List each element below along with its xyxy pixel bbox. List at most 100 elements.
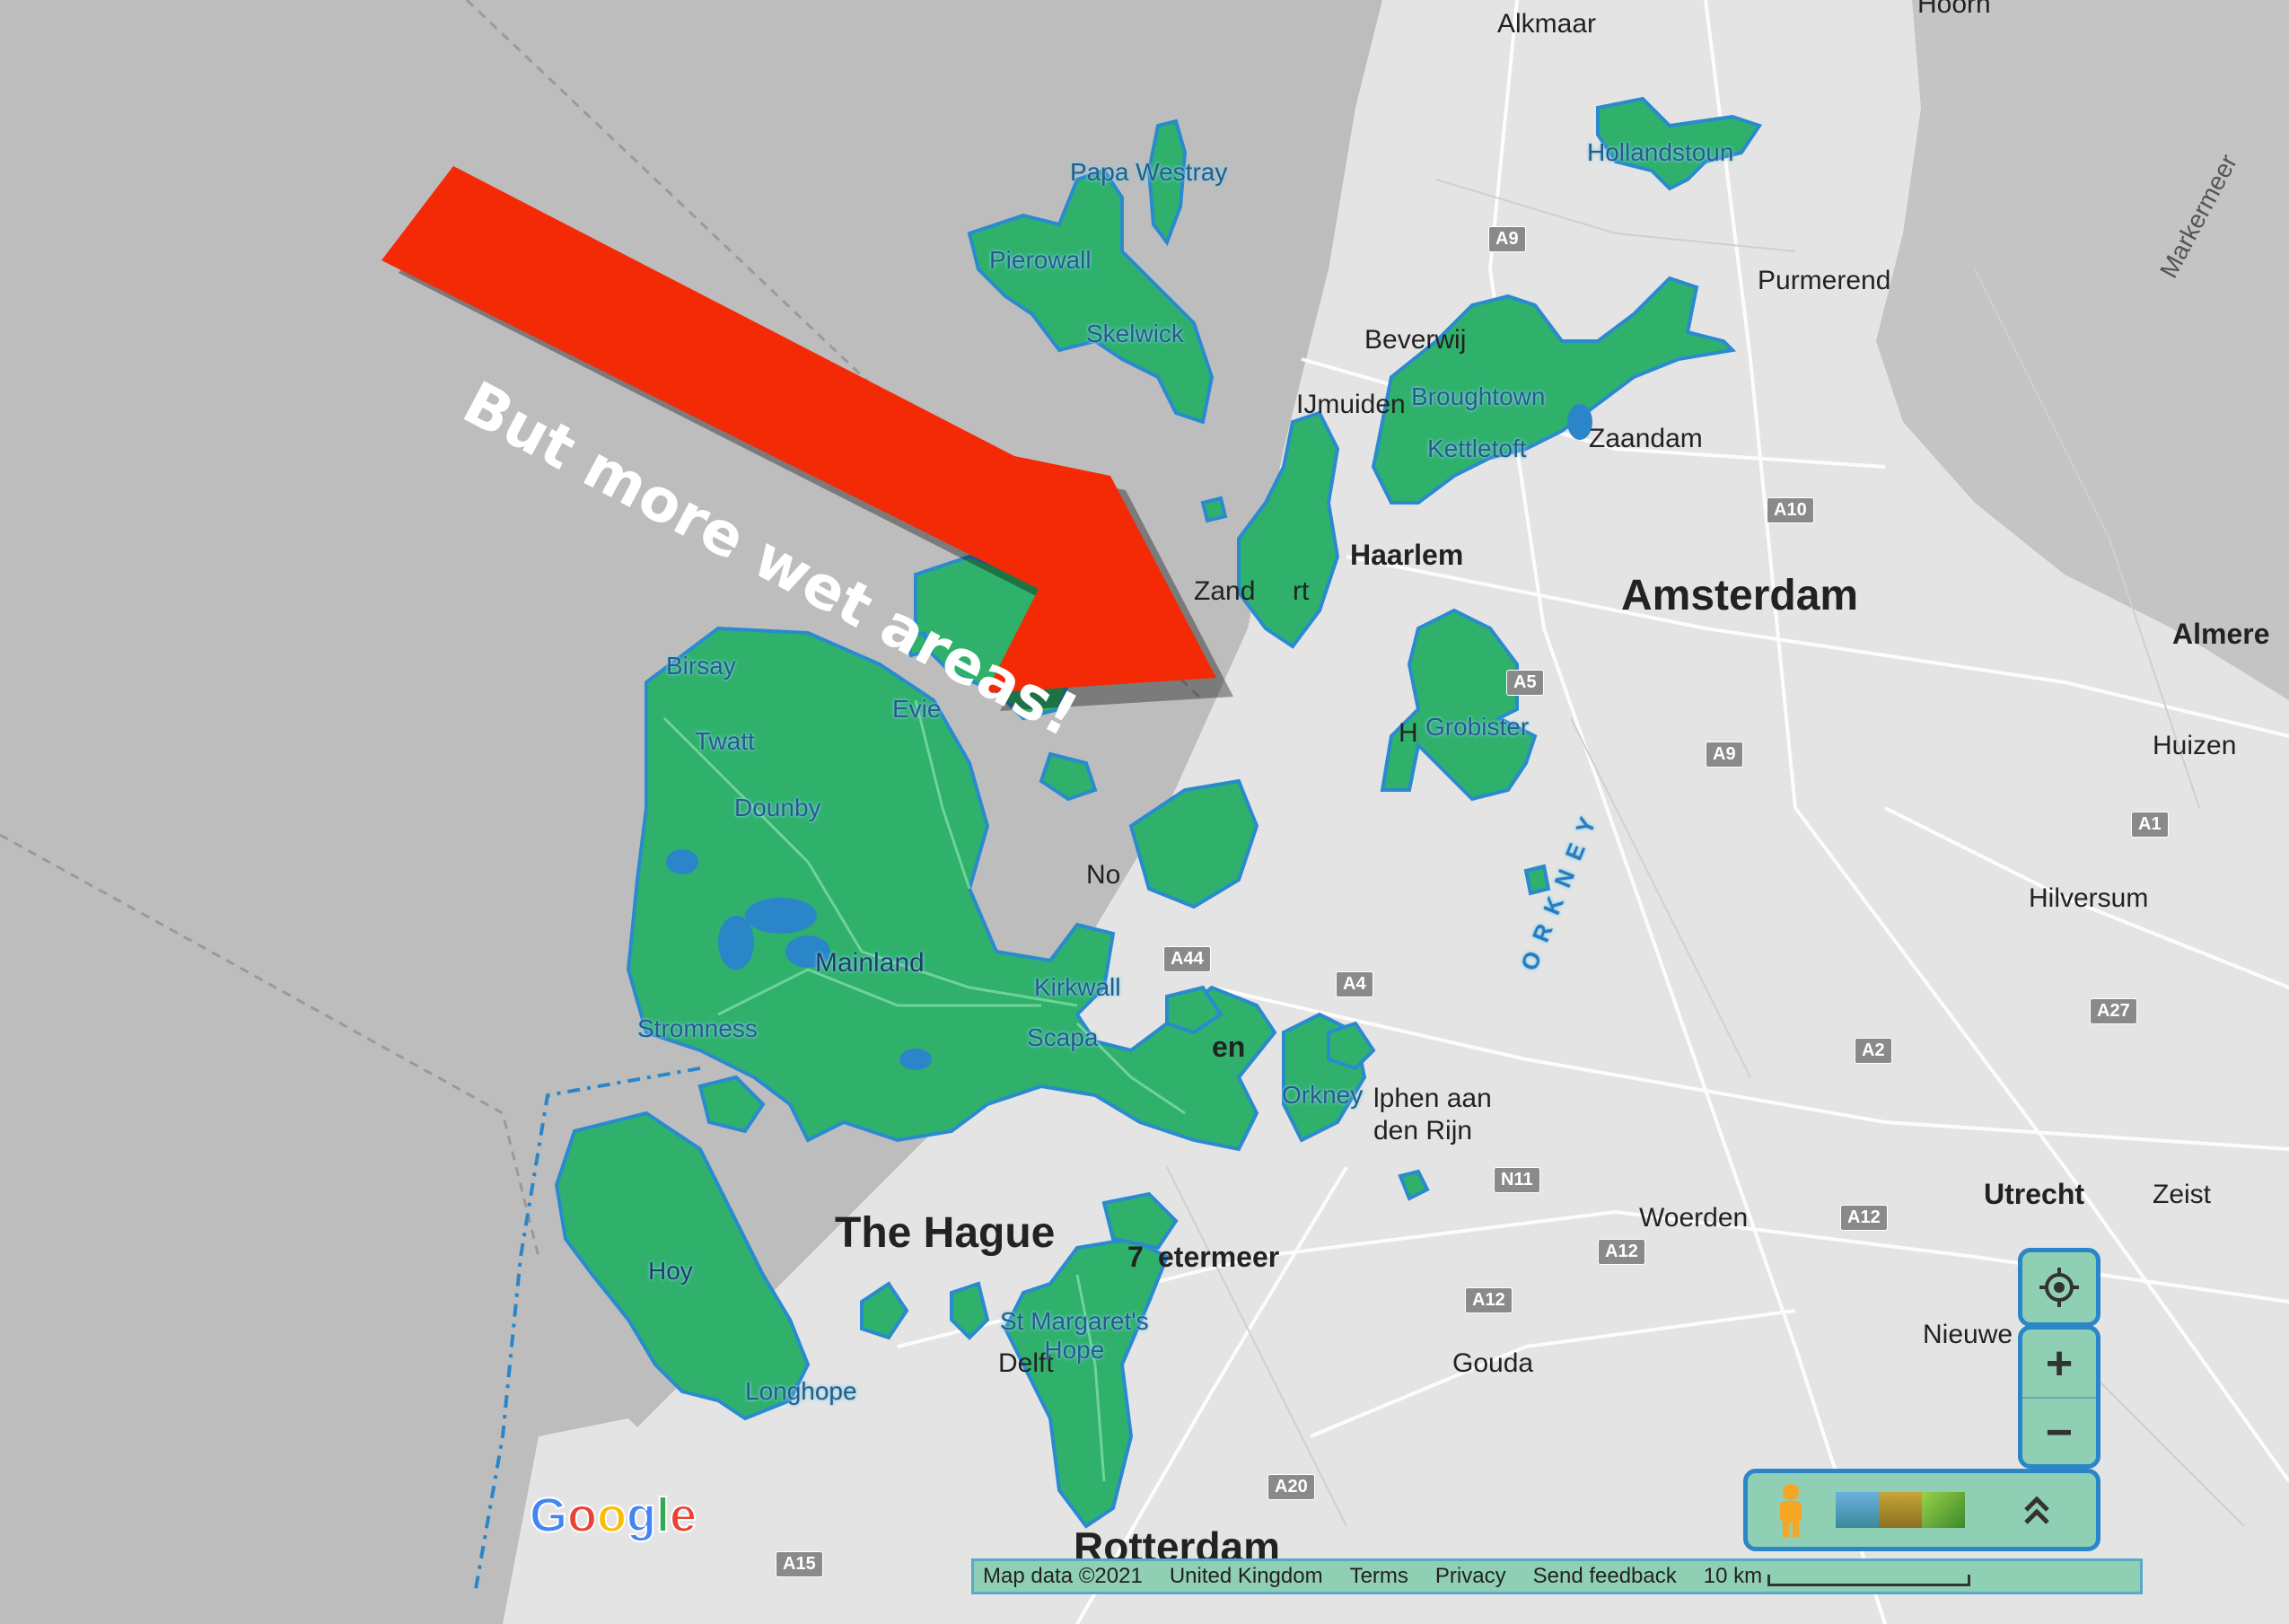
map-data-text: Map data ©2021 (983, 1564, 1143, 1588)
road-shield: A12 (1840, 1205, 1888, 1231)
google-logo: Google (530, 1488, 697, 1542)
city-label-alphen: lphen aan den Rijn (1373, 1084, 1492, 1146)
orkney-label-skelwick: Skelwick (1086, 320, 1184, 347)
city-label-almere: Almere (2172, 618, 2270, 650)
road-shield: N11 (1494, 1167, 1540, 1193)
orkney-label-stromness: Stromness (637, 1014, 758, 1042)
road-shield: A9 (1488, 226, 1526, 252)
orkney-label-hoy: Hoy (648, 1257, 693, 1285)
city-label-huizen: Huizen (2153, 731, 2237, 760)
terms-link[interactable]: Terms (1349, 1564, 1408, 1588)
island-small (1165, 985, 1223, 1035)
orkney-label-mainland: Mainland (815, 948, 925, 978)
island-eday (1237, 410, 1340, 649)
road-shield: A27 (2090, 998, 2137, 1024)
orkney-label-twatt: Twatt (695, 727, 755, 755)
city-label-zoetermeer: etermeer (1158, 1241, 1280, 1273)
privacy-link[interactable]: Privacy (1434, 1564, 1506, 1588)
orkney-label-kirkwall: Kirkwall (1034, 973, 1121, 1001)
city-label-leiden: en (1212, 1031, 1246, 1063)
road-shield: A4 (1336, 971, 1373, 997)
road-shield: A12 (1598, 1239, 1645, 1265)
road-shield: A1 (2131, 812, 2169, 838)
city-label-hilversum: Hilversum (2029, 883, 2149, 913)
island-small (1398, 1169, 1430, 1201)
island-small (1039, 751, 1098, 802)
annotation-arrow (382, 166, 1233, 711)
orkney-label-kettletoft: Kettletoft (1427, 435, 1527, 462)
orkney-label-orkney: Orkney (1282, 1081, 1364, 1109)
orkney-label-evie: Evie (892, 695, 942, 723)
orkney-label-pierowall: Pierowall (989, 246, 1092, 274)
city-label-hoofddorp: H (1399, 718, 1418, 748)
island-small (950, 1281, 990, 1340)
zoom-out-button[interactable]: − (2045, 1406, 2074, 1459)
layer-thumbnail-hybrid[interactable] (1922, 1492, 1965, 1528)
island-westray (967, 168, 1215, 425)
island-small (1523, 864, 1551, 896)
scale-label: 10 km (1703, 1564, 1763, 1588)
city-label-zoetermeer-prefix: 7 (1127, 1241, 1144, 1273)
road-shield: A15 (776, 1551, 823, 1577)
lake-markermeer (1876, 0, 2289, 700)
scale-bar (1767, 1574, 1971, 1586)
island-papa-westray (1146, 119, 1188, 247)
city-label-beverwijk: Beverwij (1364, 325, 1467, 355)
country-link[interactable]: United Kingdom (1169, 1564, 1323, 1588)
chevron-up-double-icon[interactable] (2019, 1492, 2055, 1528)
island-north-ronaldsay (1596, 96, 1763, 191)
city-label-delft: Delft (998, 1348, 1054, 1378)
road-shield: A44 (1163, 946, 1211, 972)
locate-button[interactable] (2018, 1248, 2100, 1327)
city-label-hoorn: Hoorn (1917, 0, 1991, 19)
city-label-purmerend: Purmerend (1758, 266, 1891, 295)
road-shield: A9 (1706, 742, 1743, 768)
crosshair-icon (2039, 1268, 2079, 1307)
island-shapinsay (1128, 778, 1259, 909)
orkney-label-scapa: Scapa (1027, 1023, 1099, 1051)
city-label-noordwijk: No (1086, 860, 1121, 890)
orkney-label-broughtown: Broughtown (1411, 382, 1546, 410)
road-shield: A2 (1855, 1038, 1892, 1064)
orkney-label-grobister: Grobister (1425, 713, 1530, 741)
road-shield: A10 (1767, 497, 1814, 523)
city-label-alkmaar: Alkmaar (1497, 9, 1597, 39)
city-label-zeist: Zeist (2153, 1180, 2212, 1209)
city-label-ijmuiden: IJmuiden (1296, 390, 1406, 419)
city-label-amsterdam: Amsterdam (1621, 572, 1859, 619)
orkney-label-papa-westray: Papa Westray (1070, 158, 1228, 186)
send-feedback-link[interactable]: Send feedback (1532, 1564, 1677, 1588)
city-label-gouda: Gouda (1452, 1348, 1534, 1378)
ferry-route (474, 1067, 701, 1590)
island-hoy (554, 1110, 811, 1421)
pegman-icon[interactable] (1773, 1481, 1809, 1539)
city-label-the-hague: The Hague (835, 1209, 1056, 1257)
map-footer: Map data ©2021 United Kingdom Terms Priv… (971, 1558, 2143, 1594)
island-mainland (626, 626, 1277, 1152)
road-shield: A12 (1465, 1287, 1513, 1313)
island-small (860, 1281, 909, 1340)
lochs (666, 404, 1592, 1070)
road-shield: A20 (1267, 1474, 1315, 1500)
island-small (1200, 496, 1228, 523)
layer-control (1743, 1469, 2100, 1551)
island-small (697, 1075, 766, 1134)
city-label-woerden: Woerden (1639, 1203, 1749, 1233)
city-label-zandvoort: Zand rt (1194, 576, 1310, 606)
island-south-ronaldsay (1003, 1236, 1170, 1529)
city-label-utrecht: Utrecht (1984, 1178, 2085, 1210)
layer-thumbnail-terrain[interactable] (1836, 1492, 1879, 1528)
zoom-in-button[interactable]: + (2022, 1330, 2096, 1399)
city-label-haarlem: Haarlem (1350, 539, 1464, 571)
island-small (1327, 1021, 1376, 1071)
land-south (503, 1418, 808, 1624)
layer-thumbnail-satellite[interactable] (1879, 1492, 1922, 1528)
orkney-label-hollandstoun: Hollandstoun (1587, 138, 1734, 166)
island-burray (1101, 1191, 1179, 1251)
orkney-label-dounby: Dounby (734, 794, 821, 821)
city-label-zaandam: Zaandam (1589, 424, 1703, 453)
city-label-nieuwegein: Nieuwe (1923, 1320, 2013, 1349)
zoom-control: + − (2018, 1325, 2100, 1469)
island-stronsay (1380, 608, 1538, 802)
